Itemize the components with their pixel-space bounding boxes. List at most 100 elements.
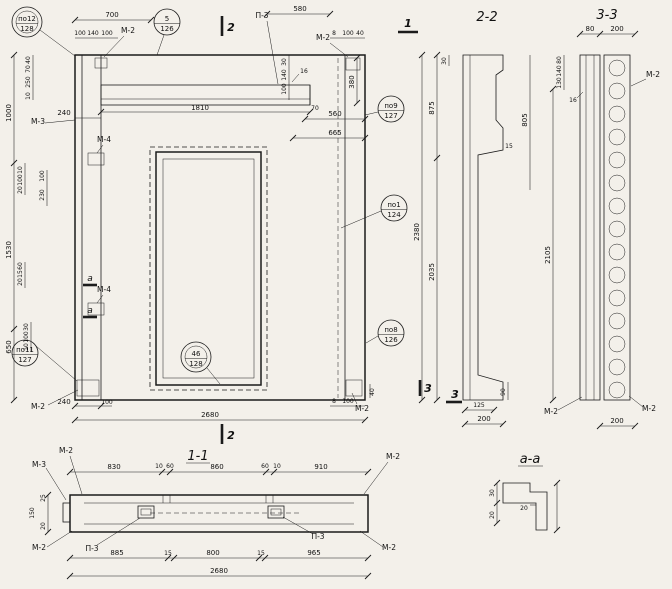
dim-240-bottom: 240 [57,398,70,406]
dim-150-s11: 150 [29,507,36,519]
mark-p3-s11-left: П-3 [85,544,98,553]
dim-665: 665 [328,129,341,137]
dim-40-tr: 40 [356,30,364,37]
dim-20-l2: 20 [17,186,24,194]
dim-10-l2: 10 [17,166,24,174]
section-marks: 2 2 1 3 3 a a [83,16,462,444]
section-1-1-title: 1-1 [187,449,208,464]
section-3-3-title: 3-3 [596,8,617,23]
door-opening [149,146,268,391]
panel-outline [74,54,366,401]
dim-140-tl: 140 [87,30,99,37]
dim-25-s11: 25 [40,494,47,502]
dim-910: 910 [314,463,327,471]
section-2-2-ticks [418,51,507,428]
main-dim-ticks [10,10,369,424]
dim-60-s11a: 60 [166,463,174,470]
callout-46: 46 128 [180,341,212,373]
mark-m3: M-3 [31,117,45,126]
callout-po12: по12 128 [11,6,43,38]
dim-70-l: 70 [25,65,32,73]
dim-1000: 1000 [5,104,13,122]
dim-20-aa-inner: 20 [520,505,528,512]
mark-m2-s11-topleft: M-2 [59,446,73,455]
mark-m4-lower: M-4 [97,285,111,294]
callout-po1-num: по1 [387,201,400,209]
dim-100-tl1: 100 [74,30,86,37]
dim-30-s22: 30 [441,57,448,65]
dim-250-l: 250 [25,76,32,88]
dim-10-s11a: 10 [155,463,163,470]
section-3-3-ticks [549,30,639,430]
dim-560: 560 [328,110,341,118]
dim-30-l5: 30 [23,323,30,331]
callout-po1-sheet: 124 [387,211,401,219]
channel-embeds [137,505,285,519]
mark-m2-s33-topright: M-2 [646,70,660,79]
callout-5-num: 5 [165,15,169,23]
section-3-3-core-strip [603,54,631,401]
callout-po12-sheet: 128 [20,25,33,33]
dim-2105: 2105 [544,246,552,264]
main-elevation-view: 2 2 1 3 3 a a [5,5,462,444]
cut-mark-2-bottom: 2 [227,429,235,442]
dim-60-s11b: 60 [261,463,269,470]
section-1-1-ticks [44,468,372,580]
dim-200-s22: 200 [477,415,490,423]
dim-8-br: 8 [332,398,336,405]
dim-885: 885 [110,549,123,557]
mark-m4-upper: M-4 [97,135,111,144]
dim-875: 875 [428,101,436,114]
dim-1530: 1530 [5,241,13,259]
dim-70-beam: 70 [311,105,319,112]
callout-46-num: 46 [192,350,201,358]
dim-8-tr: 8 [332,30,336,37]
callout-po11-num: по11 [16,346,34,354]
dim-130-s33-l: 130 [556,77,563,89]
dim-15-s22: 15 [505,143,513,150]
callout-po1: по1 124 [380,194,408,222]
section-a-a-title: a-a [520,452,541,467]
section-3-3-edge-strip [579,54,601,401]
dim-240-top: 240 [57,109,70,117]
main-dim-lines [13,13,371,421]
dim-100-l3: 100 [39,170,46,182]
dim-16-s33: 16 [569,97,577,104]
dim-16-beam: 16 [300,68,308,75]
callout-po8-sheet: 126 [384,336,398,344]
dim-100-l5: 100 [23,331,30,343]
dim-20-aa-left: 20 [489,511,496,519]
callout-po9-sheet: 127 [384,112,397,120]
dim-230-l3: 230 [39,189,46,201]
dim-140-s33-l: 140 [556,65,563,77]
callout-po11: по11 127 [11,339,39,367]
dim-100-tl2: 100 [101,30,113,37]
cut-mark-2-top: 2 [227,21,235,34]
dim-10-l: 10 [25,92,32,100]
mark-p3-s11-right: П-3 [311,532,324,541]
dim-200-s33-top: 200 [610,25,623,33]
dim-2380: 2380 [413,223,421,241]
callout-po11-sheet: 127 [18,356,31,364]
dim-830: 830 [107,463,120,471]
dim-100-tr: 100 [342,30,354,37]
section-1-1: 1-1 [29,446,400,580]
section-a-a-ticks [493,479,561,534]
mark-m2-s11-bottomleft: M-2 [32,543,46,552]
dim-2680-s11: 2680 [210,567,228,575]
cut-mark-3-b: 3 [451,388,459,401]
dim-700: 700 [105,11,118,19]
dim-965: 965 [307,549,320,557]
dim-90: 90 [500,388,507,396]
dim-15-s11a: 15 [164,550,172,557]
dim-15-l4: 15 [17,270,24,278]
lintel-beam [100,84,311,106]
dim-10-l5: 10 [23,343,30,351]
mark-p3-top: П-3 [255,11,268,20]
mark-m3-s11: M-3 [32,460,46,469]
section-2-2-profile [462,54,504,401]
dim-15-s11b: 15 [257,550,265,557]
dim-580: 580 [293,5,306,13]
cut-mark-a-bottom: a [87,306,93,316]
